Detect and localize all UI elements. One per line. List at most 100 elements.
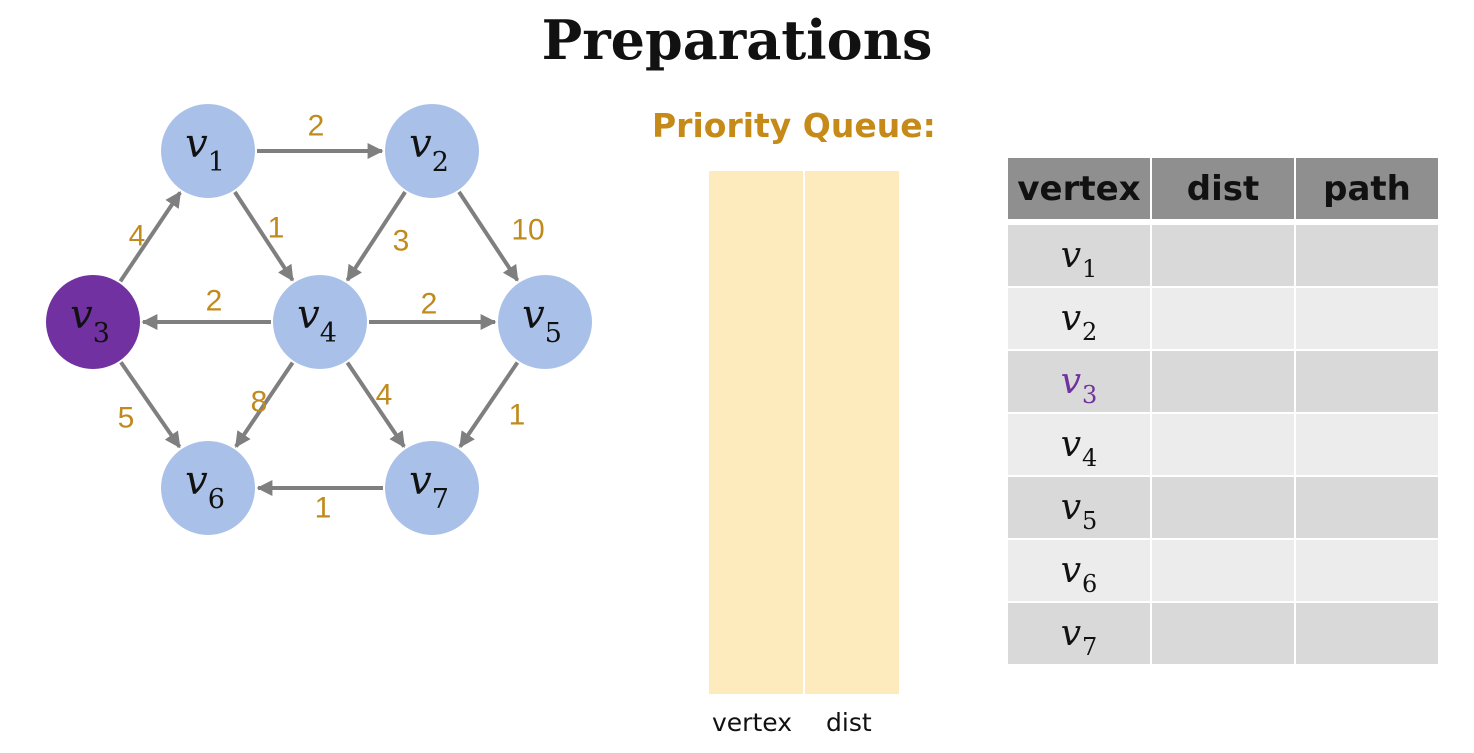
priority-queue-vertex-label: vertex xyxy=(712,708,792,737)
cell-dist xyxy=(1150,221,1296,288)
table-row: v1 xyxy=(1006,221,1440,288)
node-v6: v6 xyxy=(161,441,255,535)
node-letter: v xyxy=(185,458,208,504)
cell-dist xyxy=(1150,538,1296,603)
edge-v3-v6 xyxy=(119,361,182,449)
edge-weight-v7-v6: 1 xyxy=(315,492,332,525)
table-row: v2 xyxy=(1006,286,1440,351)
cell-vertex: v5 xyxy=(1006,475,1152,540)
edge-weight-v4-v7: 4 xyxy=(376,379,393,412)
cell-path xyxy=(1294,538,1440,603)
cell-dist xyxy=(1150,412,1296,477)
edge-v5-v7 xyxy=(458,361,520,448)
edge-v1-v4 xyxy=(233,190,295,282)
edge-weight-v4-v3: 2 xyxy=(206,285,223,318)
edge-weight-v4-v6: 8 xyxy=(251,386,268,419)
header-dist: dist xyxy=(1150,156,1296,225)
node-subscript: 2 xyxy=(432,147,449,178)
vertex-letter: v xyxy=(1060,424,1082,465)
priority-queue-vertex-column xyxy=(709,171,803,694)
node-label-v1: v1 xyxy=(185,121,225,178)
cell-vertex: v3 xyxy=(1006,349,1152,414)
edge-v2-v5 xyxy=(457,190,520,282)
node-label-v2: v2 xyxy=(409,121,449,178)
edge-weight-v2-v4: 3 xyxy=(393,225,410,258)
node-letter: v xyxy=(297,292,320,338)
table-row: v4 xyxy=(1006,412,1440,477)
vertex-letter: v xyxy=(1060,613,1082,654)
node-v2: v2 xyxy=(385,104,479,198)
priority-queue-title: Priority Queue: xyxy=(652,106,936,145)
priority-queue-dist-label: dist xyxy=(826,708,872,737)
vertex-subscript: 1 xyxy=(1082,255,1098,283)
node-label-v4: v4 xyxy=(297,292,337,349)
edge-weight-v1-v2: 2 xyxy=(308,110,325,143)
cell-path xyxy=(1294,601,1440,666)
cell-vertex: v2 xyxy=(1006,286,1152,351)
table-row: v6 xyxy=(1006,538,1440,603)
node-v1: v1 xyxy=(161,104,255,198)
cell-vertex: v7 xyxy=(1006,601,1152,666)
node-letter: v xyxy=(185,121,208,167)
edge-v4-v7 xyxy=(345,361,406,448)
edge-v2-v4 xyxy=(345,190,407,282)
node-v3: v3 xyxy=(46,275,140,369)
node-letter: v xyxy=(409,458,432,504)
vertex-subscript: 3 xyxy=(1082,381,1098,409)
edges-layer xyxy=(118,143,520,496)
vertex-letter: v xyxy=(1060,235,1082,276)
vertex-subscript: 5 xyxy=(1082,507,1098,535)
vertex-subscript: 6 xyxy=(1082,570,1098,598)
node-subscript: 7 xyxy=(432,484,449,515)
weights-layer: 2 4 1 3 10 2 2 5 8 4 1 1 xyxy=(118,110,545,525)
vertex-letter: v xyxy=(1060,298,1082,339)
node-label-v7: v7 xyxy=(409,458,449,515)
table-header-row: vertex dist path xyxy=(1006,156,1440,225)
node-circle-v5 xyxy=(498,275,592,369)
node-v4: v4 xyxy=(273,275,367,369)
priority-queue-dist-column xyxy=(805,171,899,694)
edge-weight-v5-v7: 1 xyxy=(509,399,526,432)
node-label-v3: v3 xyxy=(70,292,110,349)
vertex-subscript: 2 xyxy=(1082,318,1098,346)
edge-weight-v2-v5: 10 xyxy=(511,214,544,247)
cell-vertex: v6 xyxy=(1006,538,1152,603)
node-label-v6: v6 xyxy=(185,458,225,515)
vertex-letter: v xyxy=(1060,550,1082,591)
vertex-subscript: 7 xyxy=(1082,633,1098,661)
node-circle-v2 xyxy=(385,104,479,198)
vertex-letter: v xyxy=(1060,361,1082,402)
node-subscript: 1 xyxy=(208,147,225,178)
cell-path xyxy=(1294,286,1440,351)
node-circle-v3 xyxy=(46,275,140,369)
header-vertex: vertex xyxy=(1006,156,1152,225)
table-row: v5 xyxy=(1006,475,1440,540)
cell-path xyxy=(1294,475,1440,540)
node-letter: v xyxy=(522,292,545,338)
node-v5: v5 xyxy=(498,275,592,369)
page-title: Preparations xyxy=(541,8,933,72)
cell-vertex: v1 xyxy=(1006,221,1152,288)
node-v7: v7 xyxy=(385,441,479,535)
cell-dist xyxy=(1150,286,1296,351)
cell-path xyxy=(1294,221,1440,288)
cell-dist xyxy=(1150,601,1296,666)
edge-weight-v3-v6: 5 xyxy=(118,402,135,435)
edge-weight-v1-v4: 1 xyxy=(268,212,285,245)
header-path: path xyxy=(1294,156,1440,225)
node-subscript: 3 xyxy=(93,318,110,349)
node-letter: v xyxy=(409,121,432,167)
cell-path xyxy=(1294,412,1440,477)
cell-dist xyxy=(1150,475,1296,540)
table-row: v7 xyxy=(1006,601,1440,666)
node-subscript: 4 xyxy=(320,318,337,349)
node-letter: v xyxy=(70,292,93,338)
node-circle-v1 xyxy=(161,104,255,198)
node-circle-v6 xyxy=(161,441,255,535)
node-circle-v7 xyxy=(385,441,479,535)
edge-weight-v4-v5: 2 xyxy=(421,288,438,321)
node-circle-v4 xyxy=(273,275,367,369)
table-row: v3 xyxy=(1006,349,1440,414)
